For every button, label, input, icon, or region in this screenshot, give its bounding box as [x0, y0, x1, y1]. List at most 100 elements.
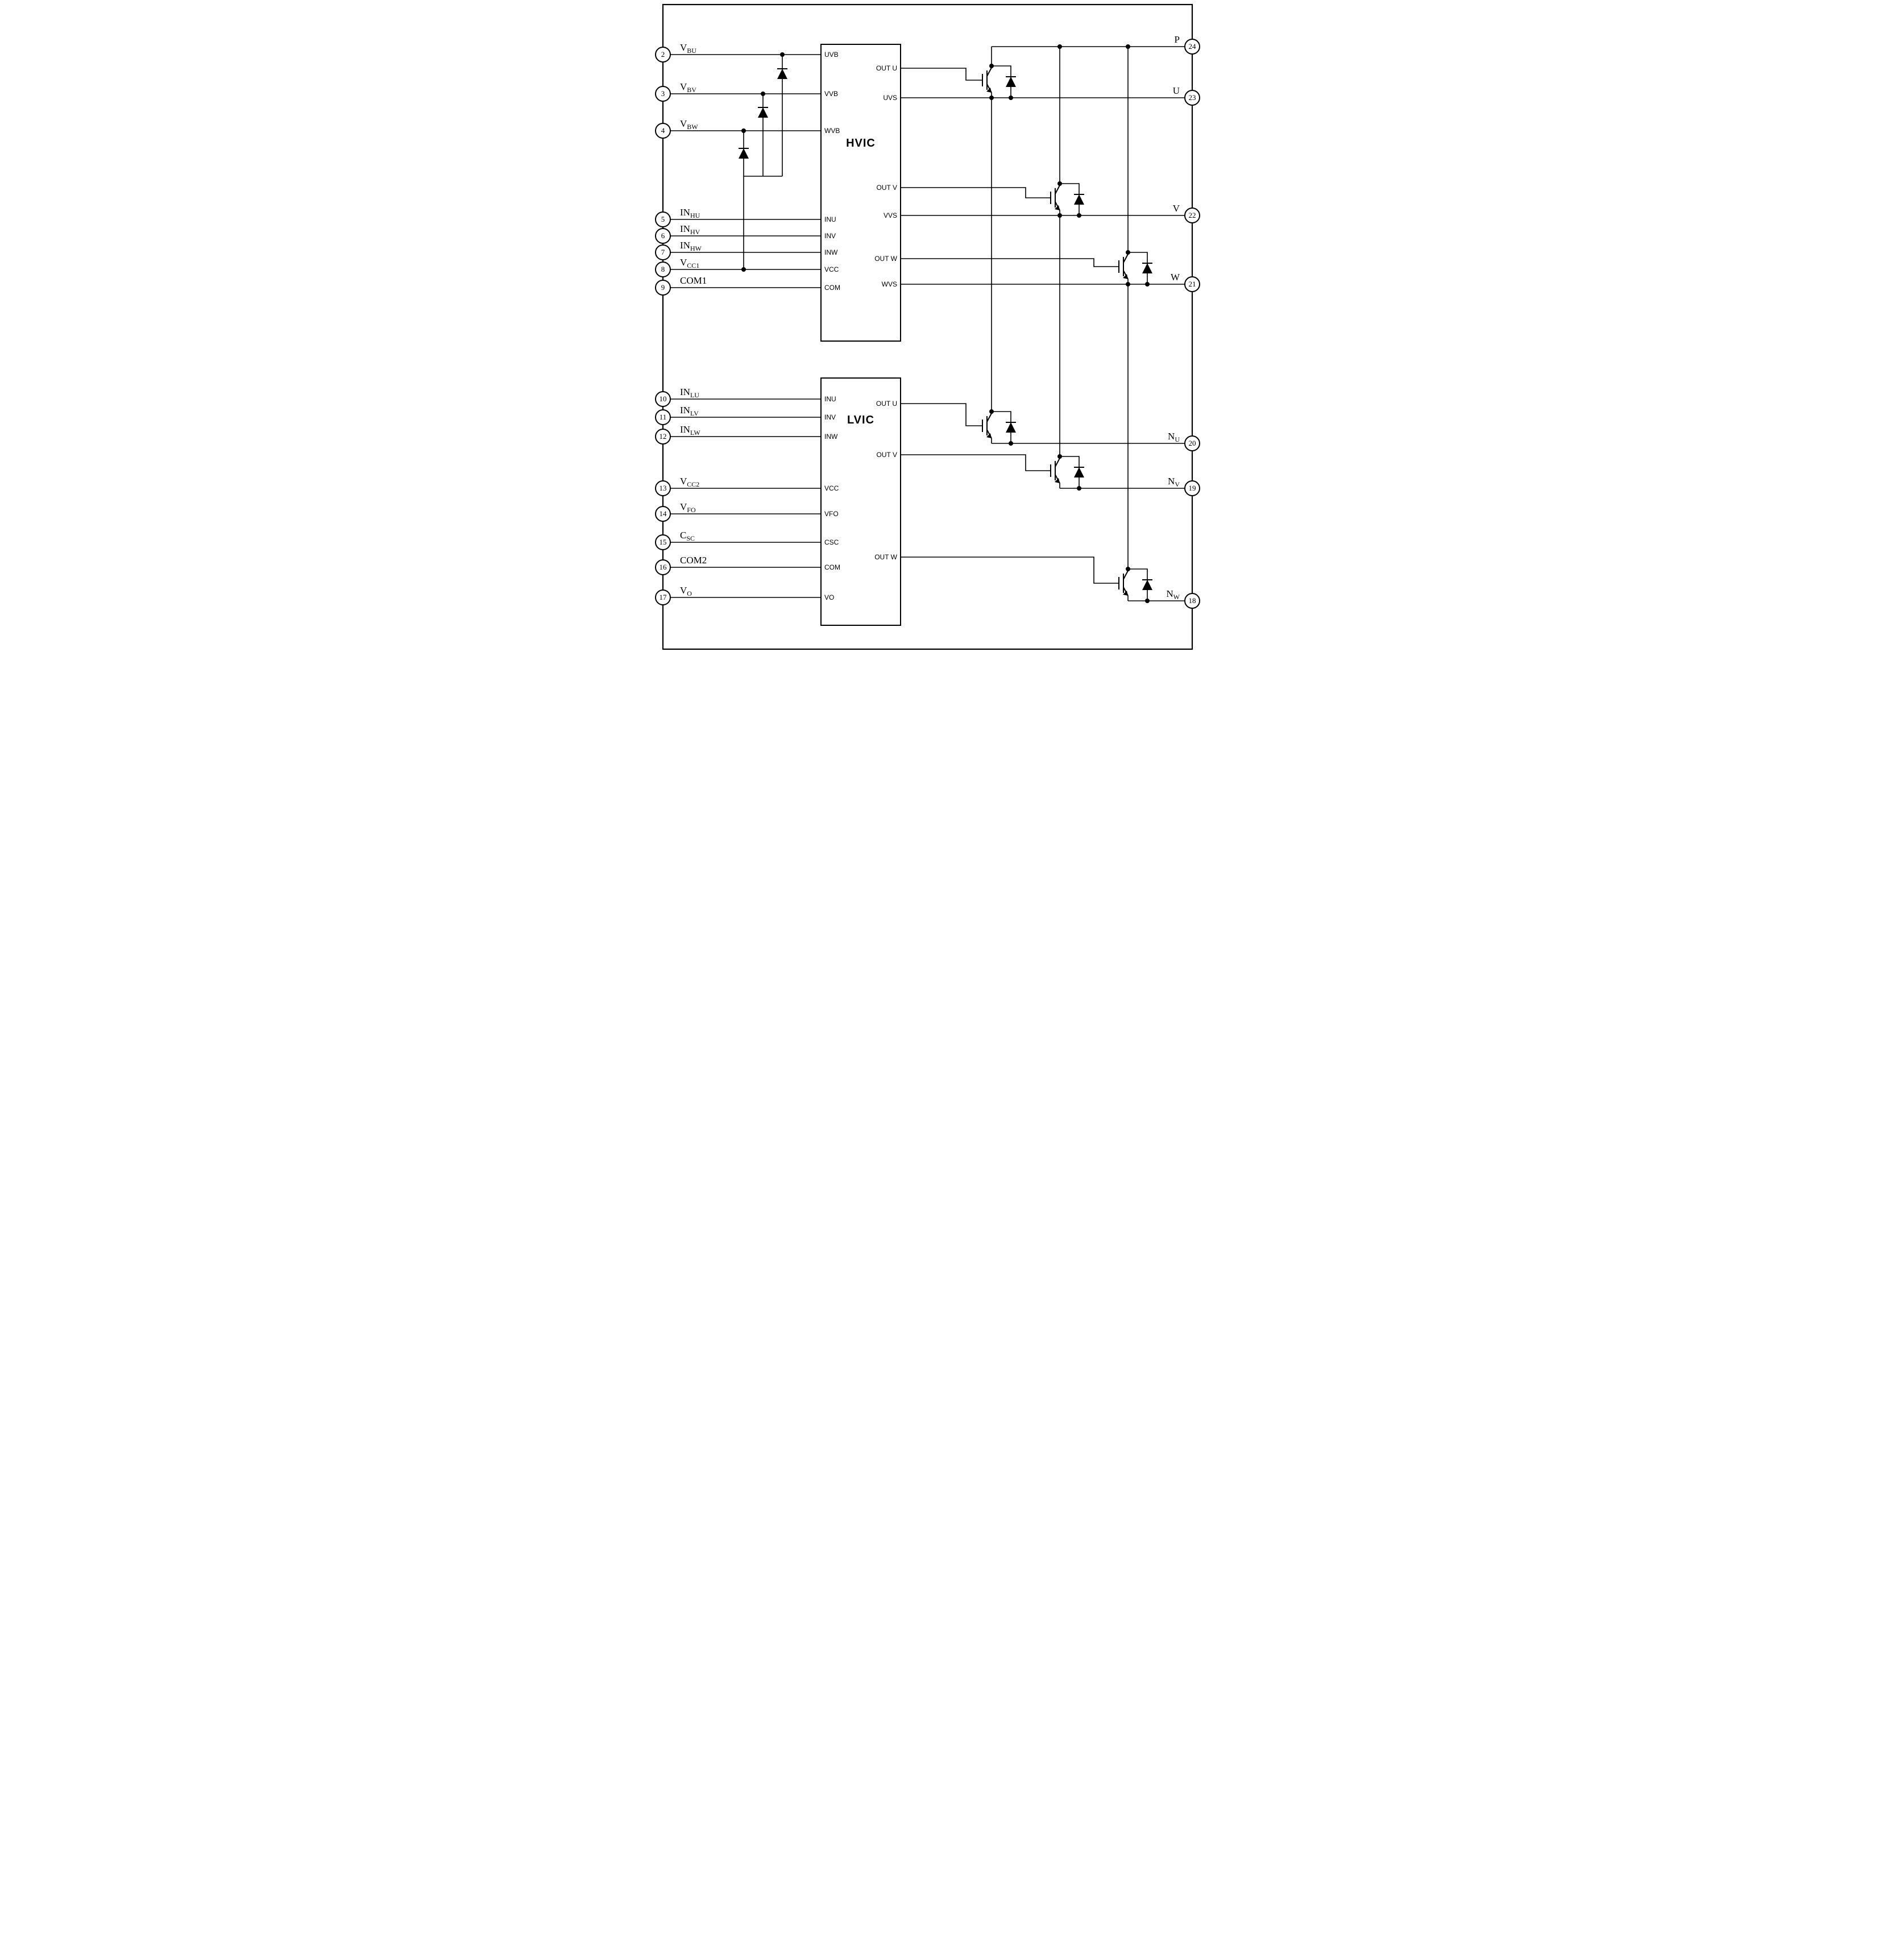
- hvic-port-OUT-U: OUT U: [876, 64, 897, 72]
- lvic-port-OUT-W: OUT W: [874, 553, 897, 561]
- pin-label-19: NV: [1168, 476, 1180, 488]
- lvic-port-VCC: VCC: [824, 484, 839, 492]
- pin-label-10: INLU: [680, 387, 699, 399]
- pin-number-18: 18: [1189, 596, 1196, 605]
- fwd-diode-low-u-branch: [992, 411, 1011, 443]
- pin-number-21: 21: [1189, 280, 1196, 288]
- pin-number-2: 2: [661, 50, 665, 59]
- pin-6: [655, 228, 671, 244]
- fwd-diode-high-u-branch: [992, 65, 1011, 98]
- pin-20: [1184, 435, 1200, 451]
- hvic-port-VVB: VVB: [824, 90, 838, 98]
- hvic-port-WVB: WVB: [824, 127, 840, 135]
- junction-dot: [1145, 599, 1150, 603]
- pin-13: [655, 480, 671, 496]
- pin-24: [1184, 39, 1200, 55]
- junction-dot: [989, 409, 994, 414]
- pin-11: [655, 409, 671, 425]
- pin-number-5: 5: [661, 215, 665, 223]
- junction-dot: [1126, 282, 1130, 286]
- hvic-port-OUT-V: OUT V: [877, 184, 897, 192]
- pin-22: [1184, 207, 1200, 223]
- gate-wire: [901, 68, 982, 81]
- pin-5: [655, 211, 671, 227]
- junction-dot: [761, 92, 765, 96]
- bootstrap-diode-u: [777, 68, 787, 79]
- fwd-diode-high-u: [1006, 76, 1016, 87]
- hvic-port-OUT-W: OUT W: [874, 255, 897, 263]
- pin-label-12: INLW: [680, 424, 700, 437]
- bootstrap-diode-v: [758, 107, 768, 118]
- pin-number-17: 17: [660, 593, 667, 601]
- pin-23: [1184, 90, 1200, 106]
- gate-wire: [901, 403, 982, 426]
- pin-number-7: 7: [661, 248, 665, 256]
- hvic-port-UVB: UVB: [824, 51, 839, 59]
- pin-19: [1184, 480, 1200, 496]
- hvic-port-COM: COM: [824, 284, 840, 292]
- junction-dot: [780, 52, 785, 57]
- pin-17: [655, 589, 671, 605]
- pin-number-3: 3: [661, 89, 665, 98]
- junction-dot: [1145, 282, 1150, 286]
- hvic-port-UVS: UVS: [883, 94, 897, 102]
- pin-16: [655, 559, 671, 575]
- hvic-port-VVS: VVS: [884, 211, 897, 219]
- igbt-low-u: [982, 413, 992, 439]
- lvic-port-INV: INV: [824, 413, 836, 421]
- junction-dot: [1057, 454, 1062, 459]
- hvic-port-INV: INV: [824, 232, 836, 240]
- gate-wire: [901, 557, 1119, 584]
- bootstrap-diode-w: [739, 148, 749, 159]
- junction-dot: [989, 95, 994, 100]
- junction-dot: [989, 64, 994, 68]
- pin-number-23: 23: [1189, 93, 1196, 102]
- hvic-port-VCC: VCC: [824, 265, 839, 273]
- pin-label-16: COM2: [680, 555, 707, 566]
- pin-21: [1184, 276, 1200, 292]
- fwd-diode-low-v-branch: [1060, 456, 1080, 488]
- pin-label-14: VFO: [680, 501, 696, 514]
- devices: [739, 67, 1152, 596]
- hvic-block: [820, 44, 901, 342]
- fwd-diode-high-v-branch: [1060, 183, 1080, 215]
- pin-18: [1184, 593, 1200, 609]
- pin-number-22: 22: [1189, 211, 1196, 219]
- hvic-port-INW: INW: [824, 248, 838, 256]
- pin-label-13: VCC2: [680, 476, 699, 488]
- lvic-port-INW: INW: [824, 433, 838, 441]
- junction-dot: [1126, 250, 1130, 255]
- pin-label-20: NU: [1168, 431, 1180, 443]
- pin-label-2: VBU: [680, 42, 696, 55]
- gate-wire: [901, 258, 1119, 267]
- junction-dot: [1126, 44, 1130, 49]
- junction-dot: [1009, 95, 1013, 100]
- pin-number-9: 9: [661, 283, 665, 292]
- junction-dot: [741, 267, 746, 272]
- pin-number-6: 6: [661, 231, 665, 240]
- lvic-name: LVIC: [847, 414, 874, 426]
- pin-14: [655, 506, 671, 522]
- pin-4: [655, 123, 671, 139]
- lvic-port-VO: VO: [824, 593, 834, 601]
- pin-2: [655, 47, 671, 63]
- pin-10: [655, 391, 671, 407]
- junction-dots: [741, 44, 1150, 603]
- hvic-port-WVS: WVS: [882, 280, 897, 288]
- lvic-block: [820, 377, 901, 626]
- junction-dot: [1077, 486, 1081, 491]
- lvic-port-OUT-U: OUT U: [876, 400, 897, 408]
- pin-label-22: V: [1173, 203, 1180, 214]
- hvic-name: HVIC: [846, 137, 876, 150]
- junction-dot: [1077, 213, 1081, 218]
- lvic-port-INU: INU: [824, 395, 836, 403]
- pin-8: [655, 261, 671, 277]
- junction-dot: [741, 128, 746, 133]
- fwd-diode-high-v: [1074, 194, 1084, 205]
- pin-number-14: 14: [660, 509, 667, 518]
- pin-number-4: 4: [661, 126, 665, 135]
- pin-number-12: 12: [660, 432, 667, 441]
- igbt-high-v: [1050, 185, 1060, 211]
- package-outline: [662, 3, 1193, 650]
